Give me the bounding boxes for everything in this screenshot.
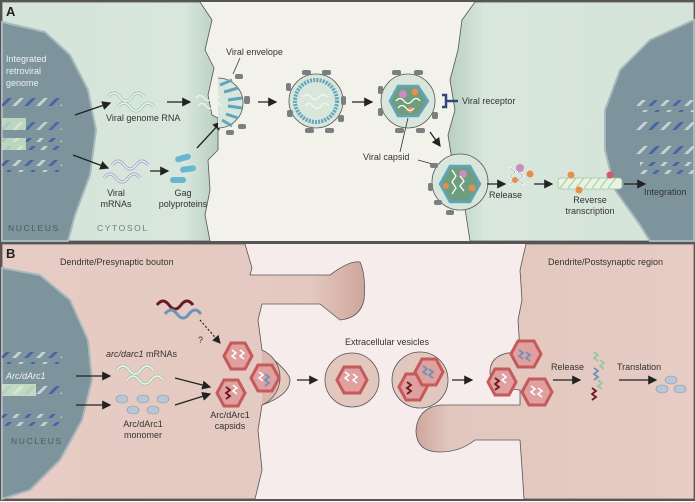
- arc-mrnas-italic: arc/darc1: [106, 349, 144, 359]
- nucleus-left: [1, 20, 98, 242]
- viral-mrnas-label-1: Viral: [107, 188, 125, 198]
- vesicle-1-icon: [324, 352, 380, 408]
- arc-mrnas-icon: [115, 364, 165, 386]
- monomer-label-1: Arc/dArc1: [123, 419, 163, 429]
- integrated-genome-label-3: genome: [6, 78, 39, 88]
- arrow: [174, 391, 212, 406]
- translation-label: Translation: [617, 362, 661, 372]
- integrated-genome-dna: [2, 96, 62, 172]
- question-mark: ?: [198, 335, 203, 345]
- released-genome-icon: [508, 164, 534, 185]
- reverse-transcription-label-2: transcription: [565, 206, 614, 216]
- dashed-arrow: [199, 319, 221, 344]
- viral-capsid-label: Viral capsid: [363, 152, 409, 162]
- panel-b: B Dendrite/Presynaptic bouton Dendrite/P…: [0, 242, 695, 501]
- nucleus-label-b: NUCLEUS: [11, 436, 63, 446]
- postsynaptic-capsids-icon: [486, 339, 554, 407]
- leader-line: [232, 57, 241, 75]
- viral-genome-rna-label: Viral genome RNA: [106, 113, 180, 123]
- postsynaptic-dendrite: [415, 243, 695, 500]
- extracellular-vesicles-label: Extracellular vesicles: [345, 337, 430, 347]
- immature-virion-icon: [286, 70, 346, 133]
- viral-envelope-label: Viral envelope: [226, 47, 283, 57]
- arrow: [74, 101, 112, 116]
- gag-label-2: polyproteins: [159, 199, 208, 209]
- released-mrnas-icon: [590, 351, 606, 401]
- viral-mrnas-label-2: mRNAs: [101, 199, 132, 209]
- panel-b-label: B: [6, 246, 15, 261]
- presynaptic-capsids-icon: [215, 341, 281, 408]
- viral-receptor-icon: [442, 93, 458, 109]
- presynaptic-dendrite: [1, 243, 365, 500]
- arc-gene-dna: [2, 352, 62, 426]
- arc-monomer-icon: [115, 394, 170, 415]
- reverse-transcription-label-1: Reverse: [573, 195, 607, 205]
- gag-label-1: Gag: [174, 188, 191, 198]
- release-label-a: Release: [489, 190, 522, 200]
- integrated-provirus-dna: [635, 100, 694, 174]
- integrated-genome-label-1: Integrated: [6, 54, 47, 64]
- arrow: [174, 377, 212, 390]
- capsids-label-2: capsids: [215, 421, 246, 431]
- capsids-label-1: Arc/dArc1: [210, 410, 250, 420]
- arrow: [196, 121, 222, 149]
- integrated-genome-label-2: retroviral: [6, 66, 41, 76]
- cytosol-label: CYTOSOL: [97, 223, 149, 233]
- gag-polyproteins-icon: [170, 153, 196, 183]
- nucleus-b: [1, 266, 94, 501]
- presynaptic-label: Dendrite/Presynaptic bouton: [60, 257, 174, 267]
- monomer-label-2: monomer: [124, 430, 162, 440]
- leader-line: [399, 117, 409, 153]
- arrow: [429, 131, 441, 148]
- fusing-virion-icon: [428, 153, 489, 215]
- mature-virion-icon: [378, 70, 438, 133]
- postsynaptic-label: Dendrite/Postsynaptic region: [548, 257, 663, 267]
- panel-a-label: A: [6, 4, 16, 19]
- budding-virion-icon: [195, 74, 250, 135]
- unknown-rnas-icon: [155, 299, 203, 320]
- integration-label: Integration: [644, 187, 687, 197]
- vesicle-2-icon: [391, 351, 449, 409]
- reverse-transcription-icon: [557, 171, 623, 194]
- arc-mrnas-label: arc/darc1 mRNAs: [106, 349, 178, 359]
- arc-mrnas-rest: mRNAs: [144, 349, 178, 359]
- arc-gene-label: Arc/dArc1: [5, 371, 46, 381]
- release-label-b: Release: [551, 362, 584, 372]
- viral-receptor-label: Viral receptor: [462, 96, 515, 106]
- translated-monomers-icon: [655, 375, 687, 394]
- arrow: [72, 154, 110, 170]
- panel-a: A Integrated retroviral genome NUCLEUS C…: [0, 0, 695, 243]
- nucleus-label-a: NUCLEUS: [8, 223, 60, 233]
